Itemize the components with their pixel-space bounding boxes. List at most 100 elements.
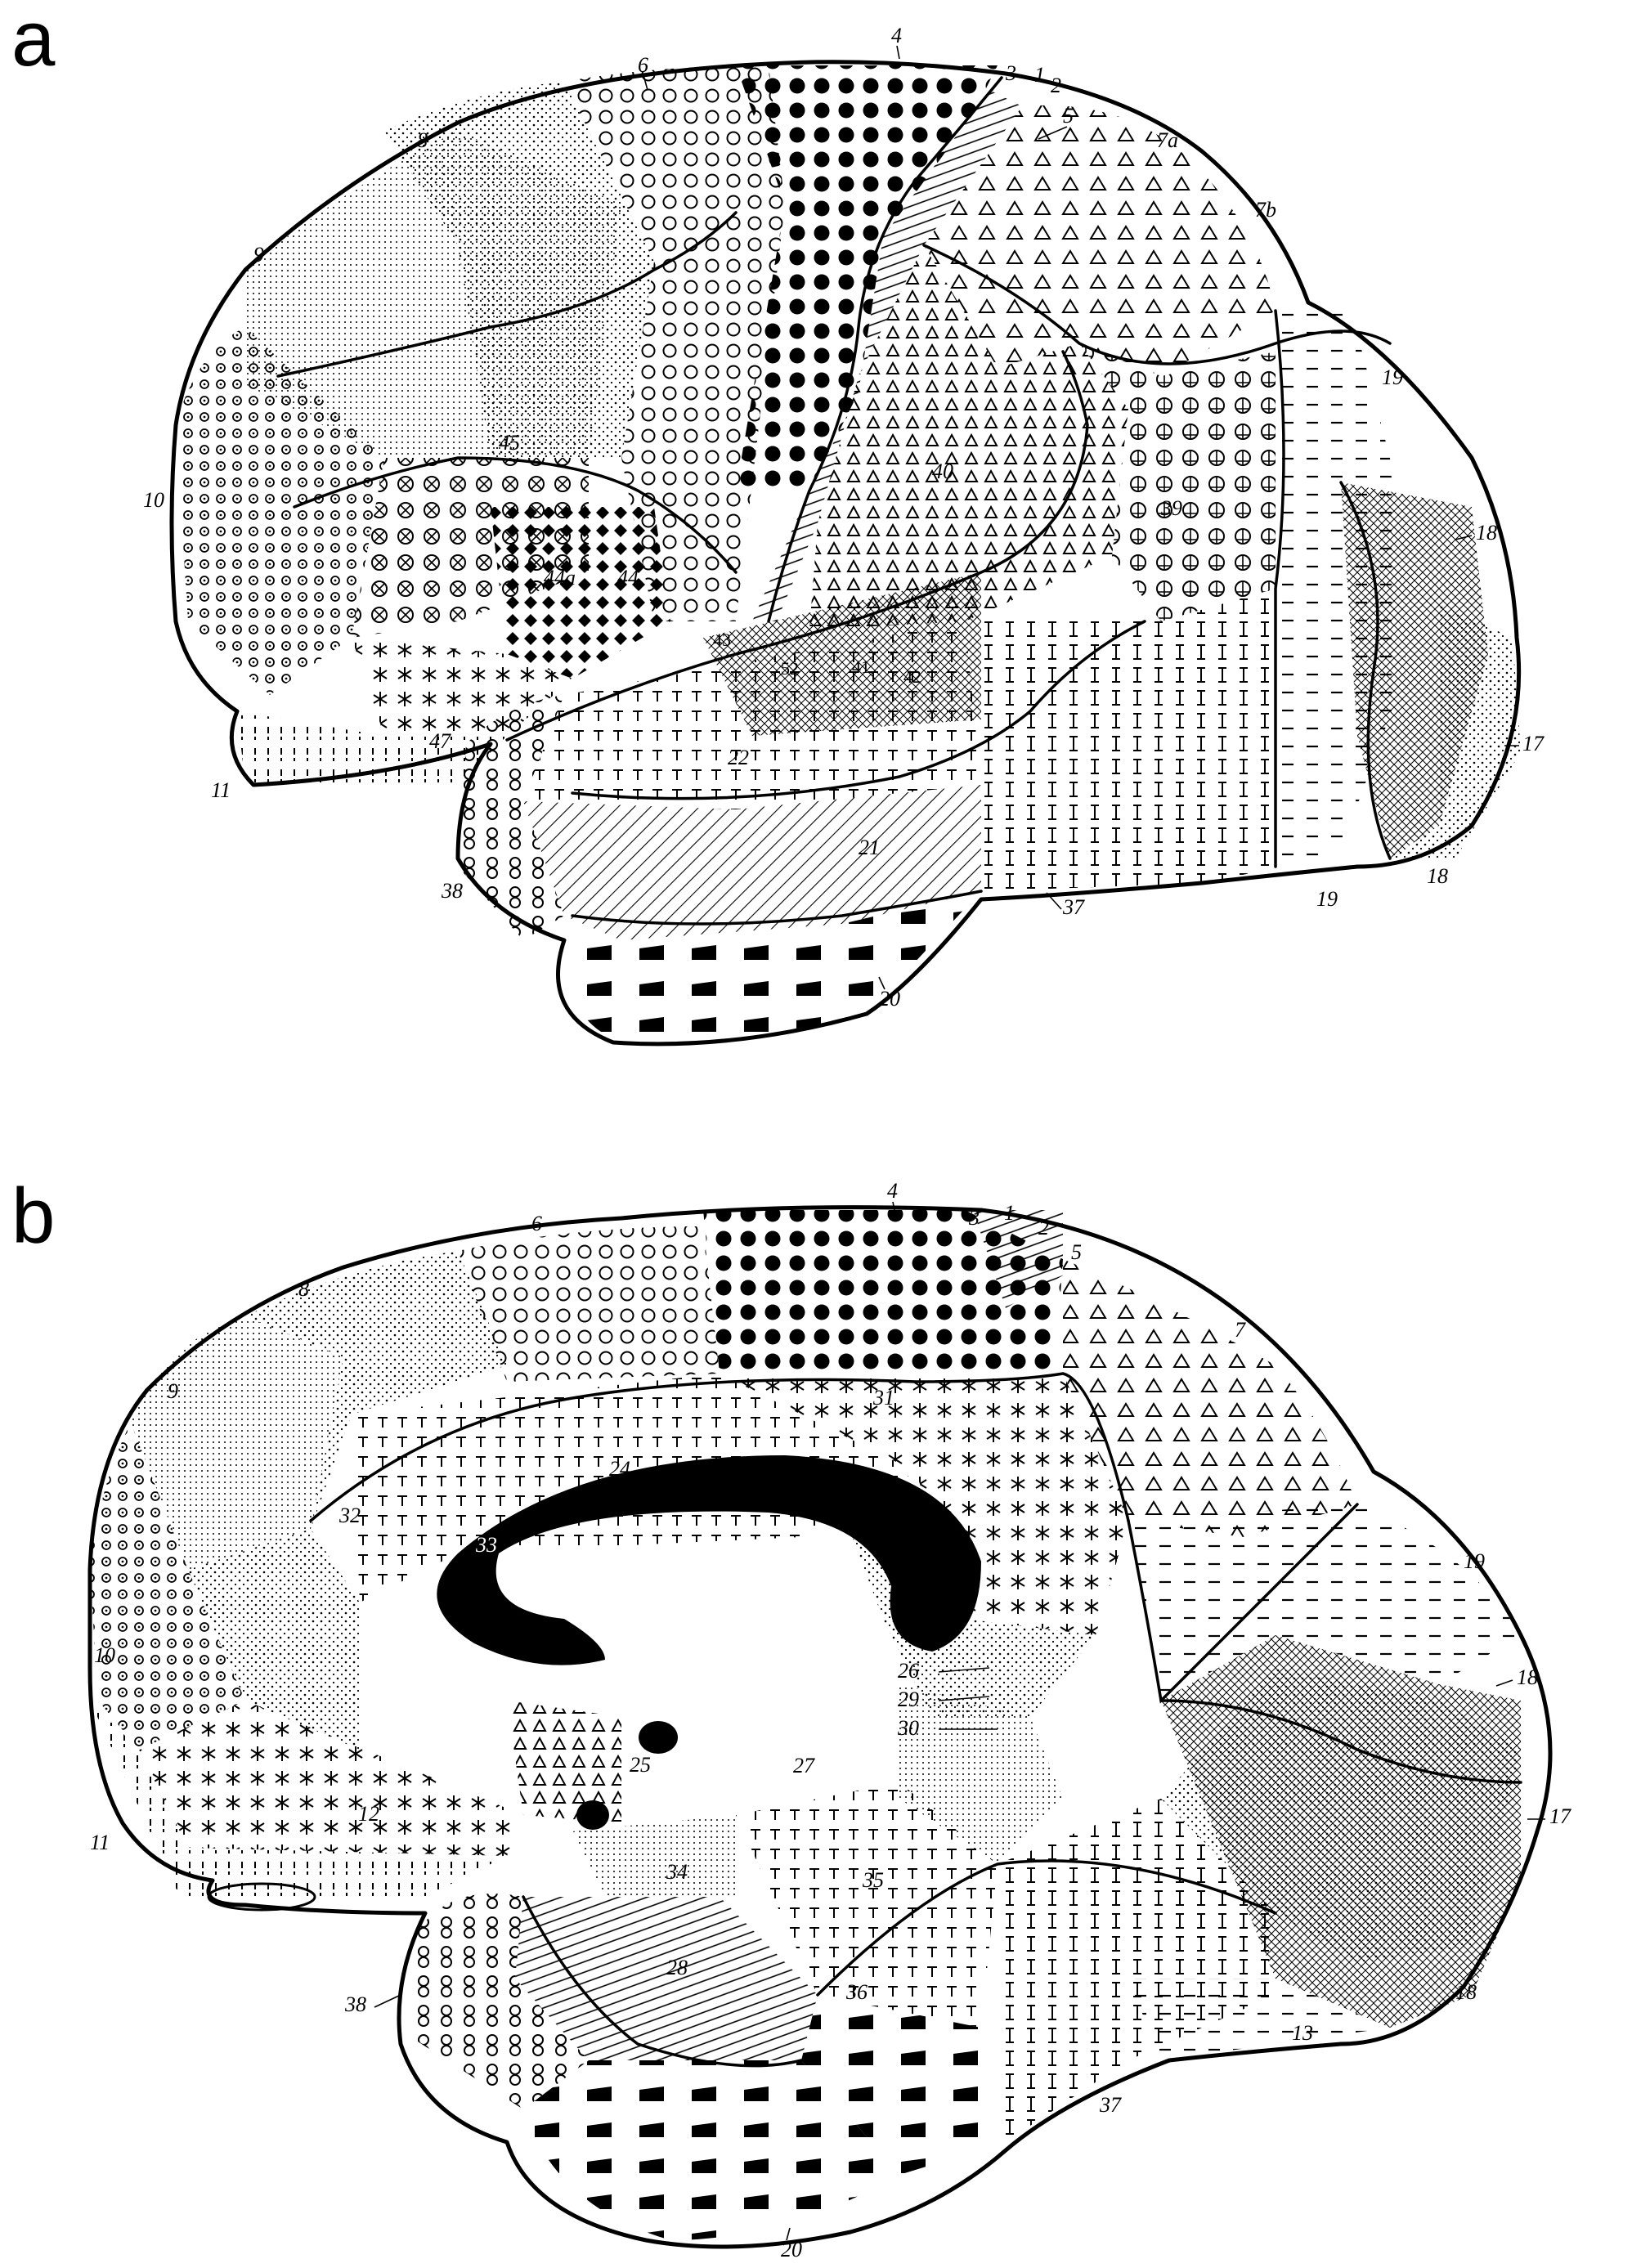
label-b-9: 9 bbox=[168, 1379, 178, 1403]
label-b-11: 11 bbox=[90, 1831, 110, 1854]
area-21-region bbox=[523, 785, 981, 940]
area-38-region-b bbox=[409, 1894, 589, 2109]
label-b-5: 5 bbox=[1071, 1240, 1082, 1264]
area-20-region bbox=[563, 891, 981, 1040]
label-a-40: 40 bbox=[932, 459, 953, 483]
label-b-4: 4 bbox=[887, 1179, 898, 1203]
corpus-callosum bbox=[437, 1455, 981, 1665]
area-12-region-b bbox=[139, 1701, 523, 1856]
central-sulcus bbox=[767, 76, 1003, 623]
label-a-42: 42 bbox=[903, 666, 921, 687]
medial-area-regions bbox=[90, 1210, 1521, 2240]
area-34-region-b bbox=[572, 1815, 736, 1897]
area-41-42-region bbox=[703, 572, 981, 736]
lunate-sulcus bbox=[1339, 481, 1392, 860]
area-4-region-b bbox=[703, 1210, 1063, 1374]
area-9-region-b bbox=[131, 1316, 343, 1570]
label-b-32: 32 bbox=[339, 1504, 361, 1527]
area-10-region-b bbox=[90, 1423, 245, 1750]
label-b-37: 37 bbox=[1099, 2093, 1122, 2117]
label-b-23: 23 bbox=[871, 1498, 892, 1522]
lateral-leader-lines bbox=[643, 45, 1519, 990]
lateral-brain-outline bbox=[169, 60, 1522, 1047]
cingulate-sulcus bbox=[309, 1372, 1130, 1522]
area-31-region-b bbox=[720, 1374, 1128, 1635]
area-3-1-2-region-b bbox=[973, 1210, 1063, 1308]
area-23-region-b bbox=[834, 1488, 1096, 1717]
label-b-12: 12 bbox=[358, 1802, 379, 1826]
medial-brain-diagram: 4 6 3 1 2 5 8 7 9 31 24 32 23 33 19 10 2… bbox=[87, 1179, 1571, 2261]
label-b-17: 17 bbox=[1549, 1804, 1571, 1828]
label-a-19: 19 bbox=[1382, 365, 1403, 389]
label-b-24: 24 bbox=[609, 1457, 630, 1481]
label-b-29: 29 bbox=[898, 1688, 919, 1711]
area-6-region-b bbox=[458, 1226, 720, 1382]
label-b-34: 34 bbox=[666, 1860, 688, 1884]
area-20-region-b bbox=[523, 2060, 899, 2240]
area-13-region-b bbox=[1128, 1979, 1390, 2060]
collateral-sulcus bbox=[816, 1859, 1277, 1997]
parieto-occipital-sulcus-b bbox=[1127, 1503, 1359, 1704]
area-37-region bbox=[973, 589, 1276, 891]
lateral-area-labels: 4 6 3 1 2 5 7a 7b 8 9 19 45 40 39 10 44a… bbox=[143, 24, 1545, 1011]
label-b-13: 13 bbox=[1292, 2021, 1313, 2045]
label-a-7a: 7a bbox=[1157, 128, 1178, 152]
lateral-brain-diagram: 4 6 3 1 2 5 7a 7b 8 9 19 45 40 39 10 44a… bbox=[143, 24, 1545, 1047]
area-10-region bbox=[176, 327, 384, 695]
anterior-commissure bbox=[639, 1721, 678, 1754]
area-19-region-b bbox=[1128, 1504, 1521, 1701]
area-28-region-b bbox=[515, 1897, 818, 2060]
area-11-region bbox=[237, 711, 507, 785]
area-32-region-b bbox=[188, 1529, 360, 1750]
label-b-8: 8 bbox=[298, 1277, 309, 1301]
area-8-region-b bbox=[245, 1251, 507, 1529]
parieto-occipital-sulcus bbox=[1274, 309, 1285, 868]
label-b-26: 26 bbox=[898, 1659, 919, 1683]
label-b-33: 33 bbox=[475, 1533, 497, 1557]
label-a-4: 4 bbox=[891, 24, 902, 47]
label-b-27: 27 bbox=[793, 1754, 815, 1777]
label-a-5: 5 bbox=[1063, 104, 1074, 128]
label-b-18: 18 bbox=[1517, 1665, 1538, 1689]
label-b-38: 38 bbox=[344, 1992, 366, 2016]
label-a-1: 1 bbox=[1034, 63, 1045, 87]
label-a-18: 18 bbox=[1476, 521, 1497, 545]
area-6-region bbox=[564, 65, 785, 621]
optic-chiasm bbox=[576, 1800, 609, 1830]
area-11-region-b bbox=[90, 1701, 507, 1897]
label-b-30: 30 bbox=[897, 1716, 919, 1740]
label-a-41: 41 bbox=[852, 657, 870, 677]
label-a-17: 17 bbox=[1522, 732, 1545, 755]
olfactory-bulb bbox=[207, 1882, 316, 1912]
label-a-45: 45 bbox=[499, 431, 520, 455]
area-44-region bbox=[491, 507, 670, 679]
label-a-38: 38 bbox=[441, 879, 463, 903]
label-a-19-lower: 19 bbox=[1316, 887, 1338, 911]
area-39-region bbox=[1079, 343, 1276, 621]
label-b-18-lower: 18 bbox=[1455, 1980, 1477, 2004]
area-7-region-b bbox=[1063, 1259, 1357, 1537]
label-a-52: 52 bbox=[781, 658, 799, 679]
label-b-28: 28 bbox=[666, 1956, 688, 1979]
label-a-20: 20 bbox=[879, 987, 900, 1011]
label-b-1: 1 bbox=[1004, 1201, 1015, 1225]
intraparietal-sulcus bbox=[922, 244, 1392, 365]
label-a-9: 9 bbox=[253, 243, 264, 267]
label-a-44a: 44a bbox=[544, 566, 576, 589]
label-a-37: 37 bbox=[1062, 895, 1085, 919]
area-40-region bbox=[809, 245, 1128, 630]
label-b-31: 31 bbox=[872, 1386, 894, 1410]
label-a-8: 8 bbox=[417, 128, 428, 152]
label-a-47: 47 bbox=[429, 729, 451, 753]
label-a-3: 3 bbox=[1005, 61, 1016, 85]
label-a-6: 6 bbox=[638, 53, 648, 77]
superior-frontal-sulcus bbox=[276, 211, 738, 378]
label-a-21: 21 bbox=[859, 836, 880, 859]
label-a-18-lower: 18 bbox=[1427, 864, 1448, 888]
label-b-19: 19 bbox=[1464, 1549, 1485, 1573]
label-b-6: 6 bbox=[531, 1212, 542, 1235]
label-a-2: 2 bbox=[1051, 74, 1061, 97]
panel-letter-b: b bbox=[11, 1172, 56, 1260]
medial-area-labels: 4 6 3 1 2 5 8 7 9 31 24 32 23 33 19 10 2… bbox=[90, 1179, 1571, 2261]
area-47-region bbox=[352, 638, 572, 736]
